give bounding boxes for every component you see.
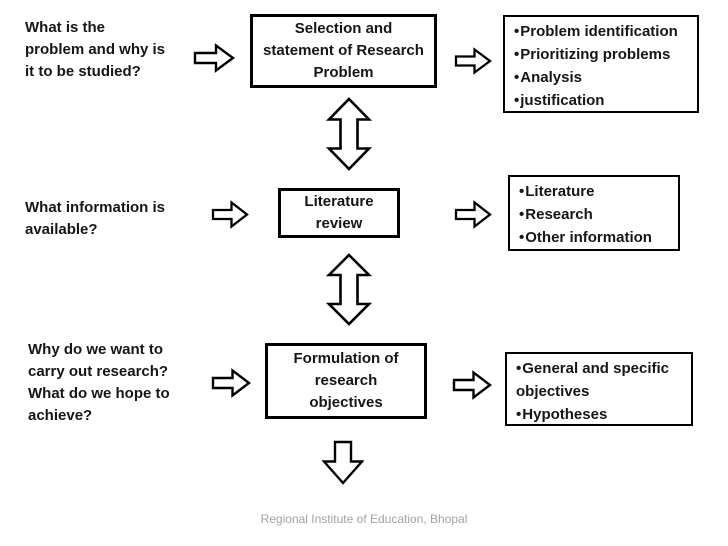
right-block-arrow-icon bbox=[454, 199, 492, 230]
bullet-item: Research bbox=[519, 203, 672, 226]
step-box-selection-of-problem: Selection and statement of Research Prob… bbox=[250, 14, 437, 88]
question-line: achieve? bbox=[28, 407, 93, 424]
bullet-item: justification bbox=[514, 89, 691, 112]
output-box-problem-identification: Problem identification Prioritizing prob… bbox=[503, 15, 699, 113]
right-block-arrow-icon bbox=[454, 46, 492, 76]
question-line: What information is bbox=[25, 199, 165, 216]
question-line: available? bbox=[25, 221, 98, 238]
bullet-item: General and specific objectives bbox=[516, 357, 685, 403]
step-line: Formulation of bbox=[293, 350, 399, 367]
step-box-formulation-objectives: Formulation of research objectives bbox=[265, 343, 427, 419]
bullet-item: Literature bbox=[519, 180, 672, 203]
question-line: Why do we want to bbox=[28, 341, 163, 358]
slide-footer: Regional Institute of Education, Bhopal bbox=[260, 512, 468, 526]
right-block-arrow-icon bbox=[452, 369, 492, 401]
bullet-item: Other information bbox=[519, 226, 672, 249]
down-block-arrow-icon bbox=[321, 440, 365, 485]
output-box-literature: Literature Research Other information bbox=[508, 175, 680, 251]
question-problem-statement: What is the problem and why is it to be … bbox=[25, 17, 165, 83]
step-line: Selection and bbox=[294, 20, 393, 37]
step-line: review bbox=[315, 215, 363, 232]
step-line: Problem bbox=[313, 64, 374, 81]
vertical-double-arrow-icon bbox=[323, 96, 375, 172]
output-box-objectives: General and specific objectives Hypothes… bbox=[505, 352, 693, 426]
right-block-arrow-icon bbox=[211, 367, 251, 399]
question-line: What is the bbox=[25, 19, 106, 36]
step-line: objectives bbox=[309, 394, 383, 411]
question-information-available: What information is available? bbox=[25, 197, 165, 241]
step-line: Literature bbox=[304, 193, 374, 210]
bullet-item: Problem identification bbox=[514, 20, 691, 43]
step-box-literature-review: Literature review bbox=[278, 188, 400, 238]
right-block-arrow-icon bbox=[211, 199, 249, 230]
vertical-double-arrow-icon bbox=[323, 252, 375, 327]
step-line: statement of Research bbox=[263, 42, 424, 59]
question-line: it to be studied? bbox=[25, 63, 141, 80]
question-line: problem and why is bbox=[25, 41, 166, 58]
bullet-item: Analysis bbox=[514, 66, 691, 89]
bullet-item: Prioritizing problems bbox=[514, 43, 691, 66]
bullet-item: Hypotheses bbox=[516, 403, 685, 426]
right-block-arrow-icon bbox=[193, 42, 236, 74]
step-line: research bbox=[314, 372, 378, 389]
question-why-research: Why do we want to carry out research? Wh… bbox=[28, 339, 170, 427]
question-line: What do we hope to bbox=[28, 385, 170, 402]
question-line: carry out research? bbox=[28, 363, 169, 380]
